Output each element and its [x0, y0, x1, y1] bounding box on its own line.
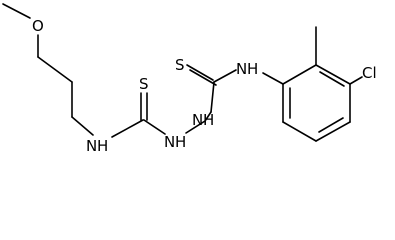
- atom-h-hydrazine-2: H: [203, 111, 214, 129]
- bond-c-s-right-2: [189, 69, 217, 86]
- atom-n-aryl: N: [236, 60, 247, 78]
- ring-bond-5: [282, 121, 317, 142]
- ring-bond-2: [315, 64, 351, 85]
- atom-h-propyl: H: [97, 137, 108, 155]
- bond-nh-aryl: [262, 72, 284, 85]
- atom-h-aryl: H: [247, 60, 258, 78]
- bond-c-right-nh: [213, 69, 237, 83]
- structure-canvas: O S N H N H N H S N H Cl: [2, 3, 377, 155]
- atom-cl: Cl: [362, 64, 377, 82]
- bond-nh-c-right-b: [210, 81, 215, 113]
- bond-methyl-o: [2, 3, 31, 19]
- bond-c-left-nh: [143, 119, 166, 135]
- atom-n-propyl: N: [86, 137, 97, 155]
- bond-nh-c-right: [204, 111, 212, 122]
- atom-s-right: S: [175, 56, 185, 74]
- atom-n-hydrazine-2: N: [192, 111, 203, 129]
- chemical-structure-diagram: O S N H N H N H S N H Cl: [2, 3, 377, 155]
- atom-o-methoxy: O: [32, 17, 44, 35]
- atom-h-hydrazine-1: H: [175, 133, 186, 151]
- ring-double-2: [318, 117, 344, 133]
- bond-nh-nh: [185, 120, 206, 134]
- atom-n-hydrazine-1: N: [164, 133, 175, 151]
- ring-double-1: [319, 71, 345, 87]
- bond-ch2-nh: [71, 116, 94, 136]
- bond-ring-cl: [349, 76, 363, 85]
- bond-ch2-ch2-a: [37, 56, 73, 83]
- bond-nh-c-left: [111, 119, 144, 138]
- atom-s-left: S: [139, 75, 149, 93]
- ring-bond-1: [282, 64, 317, 85]
- bond-c-s-right-1: [186, 64, 214, 81]
- ring-bond-4: [315, 121, 351, 142]
